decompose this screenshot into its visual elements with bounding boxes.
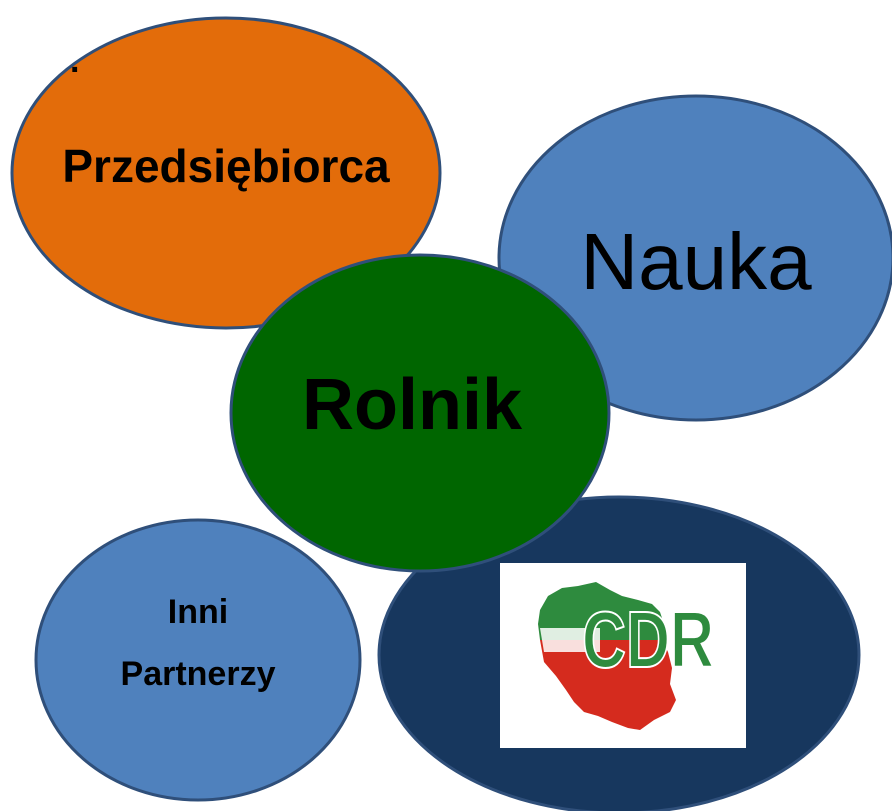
rolnik-label: Rolnik: [302, 365, 523, 445]
poland-map-stripe: [540, 628, 600, 652]
poland-map-green: [538, 582, 664, 640]
inni-partnerzy-ellipse: [34, 518, 362, 802]
nauka-ellipse: [497, 94, 892, 422]
cdr-logo-text: CDR: [582, 595, 714, 684]
przedsiebiorca-ellipse: [10, 16, 442, 330]
inni-partnerzy-label-line1: Inni: [168, 593, 228, 631]
stray-dot: .: [70, 42, 79, 80]
inni-partnerzy-label-line2: Partnerzy: [121, 655, 276, 693]
rolnik-ellipse: [229, 253, 611, 573]
poland-map-red: [540, 640, 676, 730]
przedsiebiorca-label: Przedsiębiorca: [62, 140, 390, 192]
cdr-logo: CDR: [500, 563, 746, 748]
nauka-label: Nauka: [580, 217, 812, 306]
